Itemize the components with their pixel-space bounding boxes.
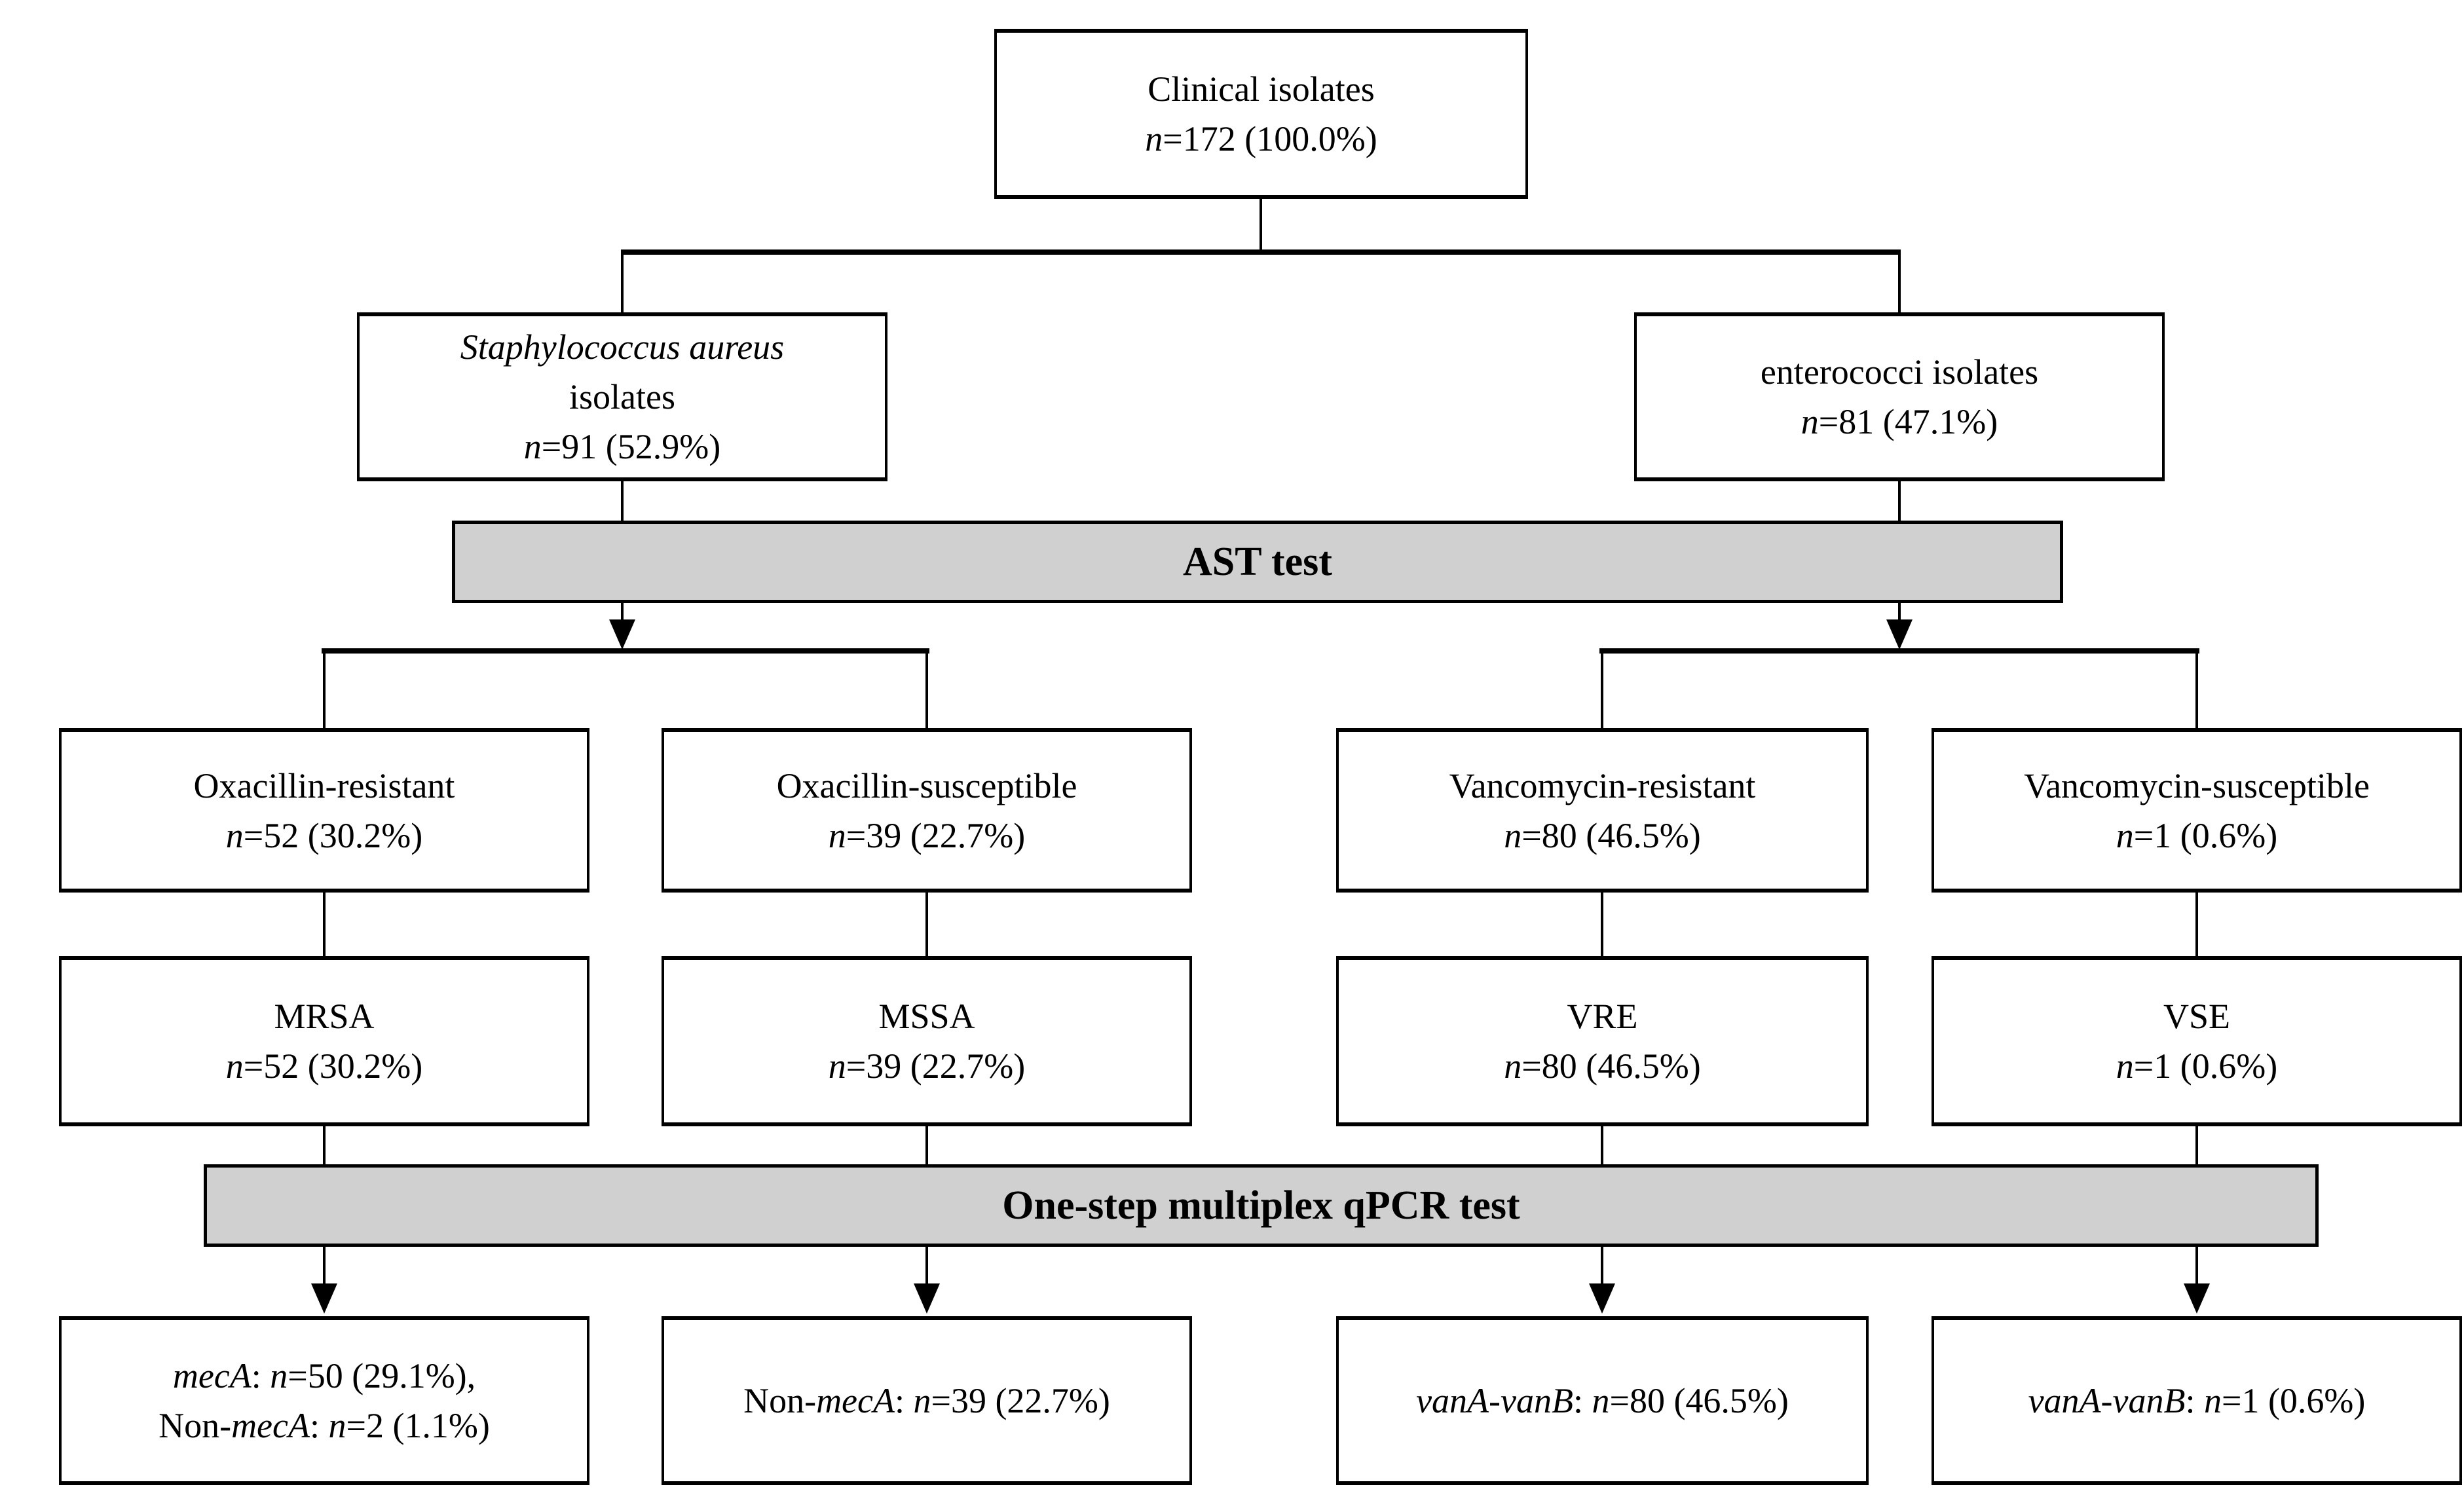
node-vse: VSE n=1 (0.6%): [1932, 956, 2462, 1126]
node-oxacillin-resistant: Oxacillin-resistant n=52 (30.2%): [59, 728, 589, 893]
connector-drop-enterococci: [1898, 252, 1901, 312]
connector-oxa-s-to-mssa: [925, 893, 928, 956]
node-mssa: MSSA n=39 (22.7%): [662, 956, 1192, 1126]
node-enterococci: enterococci isolates n=81 (47.1%): [1634, 312, 2165, 481]
connector-vre-to-qpcr: [1601, 1126, 1603, 1164]
connector-qpcr-arrow-stem-1: [323, 1247, 326, 1283]
node-vana-vanb-80-result: vanA-vanB: n=80 (46.5%): [1336, 1316, 1869, 1485]
node-text-line: mecA: n=50 (29.1%),: [172, 1356, 476, 1395]
node-vancomycin-susceptible: Vancomycin-susceptible n=1 (0.6%): [1932, 728, 2462, 893]
connector-qpcr-arrow-stem-2: [925, 1247, 928, 1283]
connector-ast-arrow-stem-right: [1898, 603, 1901, 625]
node-text-line: Clinical isolates: [1148, 69, 1375, 109]
node-text-line: enterococci isolates: [1760, 352, 2039, 392]
connector-drop-van-s: [2195, 654, 2198, 728]
connector-drop-saureus: [621, 252, 624, 312]
qpcr-test-label: One-step multiplex qPCR test: [1002, 1183, 1520, 1228]
connector-van-s-to-vse: [2195, 893, 2198, 956]
ast-test-bar: AST test: [452, 521, 2063, 603]
connector-root-stem: [1260, 199, 1262, 252]
connector-bracket-saureus-children: [322, 648, 929, 654]
connector-ast-arrow-stem-left: [621, 603, 624, 625]
down-arrow: [609, 619, 635, 650]
connector-oxa-r-to-mrsa: [323, 893, 326, 956]
down-arrow: [311, 1283, 337, 1314]
connector-van-r-to-vre: [1601, 893, 1603, 956]
connector-drop-van-r: [1601, 654, 1603, 728]
connector-enterococci-to-ast: [1898, 481, 1901, 521]
node-vre: VRE n=80 (46.5%): [1336, 956, 1869, 1126]
node-staphylococcus-aureus: Staphylococcus aureus isolates n=91 (52.9%…: [357, 312, 887, 481]
node-text-line: VRE: [1567, 997, 1638, 1036]
connector-vse-to-qpcr: [2195, 1126, 2198, 1164]
down-arrow: [1589, 1283, 1615, 1314]
connector-saureus-to-ast: [621, 481, 624, 521]
node-text-line: Vancomycin-susceptible: [2024, 765, 2370, 805]
node-text-line: n=91 (52.9%): [523, 427, 721, 466]
node-text-line: Non-mecA: n=2 (1.1%): [159, 1406, 490, 1445]
qpcr-test-bar: One-step multiplex qPCR test: [204, 1164, 2319, 1247]
node-text-line: n=39 (22.7%): [828, 1046, 1026, 1086]
connector-qpcr-arrow-stem-3: [1601, 1247, 1603, 1283]
node-meca-result: mecA: n=50 (29.1%), Non-mecA: n=2 (1.1%): [59, 1316, 589, 1485]
node-oxacillin-susceptible: Oxacillin-susceptible n=39 (22.7%): [662, 728, 1192, 893]
node-clinical-isolates: Clinical isolates n=172 (100.0%): [994, 29, 1528, 199]
node-vancomycin-resistant: Vancomycin-resistant n=80 (46.5%): [1336, 728, 1869, 893]
ast-test-label: AST test: [1183, 539, 1332, 584]
node-text-line: n=39 (22.7%): [828, 815, 1026, 855]
node-text-line: n=52 (30.2%): [225, 815, 423, 855]
connector-drop-oxa-r: [323, 654, 326, 728]
connector-mrsa-to-qpcr: [323, 1126, 326, 1164]
node-text-line: n=80 (46.5%): [1504, 1046, 1701, 1086]
node-text-line: isolates: [569, 377, 675, 416]
node-text-line: vanA-vanB: n=80 (46.5%): [1416, 1381, 1789, 1420]
down-arrow: [914, 1283, 940, 1314]
node-text-line: n=1 (0.6%): [2116, 1046, 2278, 1086]
node-text-line: vanA-vanB: n=1 (0.6%): [2028, 1381, 2366, 1420]
node-text-line: VSE: [2163, 997, 2230, 1036]
node-text-line: n=81 (47.1%): [1801, 402, 1998, 441]
connector-qpcr-arrow-stem-4: [2195, 1247, 2198, 1283]
connector-bracket-enterococci-children: [1599, 648, 2199, 654]
node-text-line: Oxacillin-resistant: [193, 765, 455, 805]
node-text-line: Non-mecA: n=39 (22.7%): [743, 1381, 1110, 1420]
connector-drop-oxa-s: [925, 654, 928, 728]
node-non-meca-result: Non-mecA: n=39 (22.7%): [662, 1316, 1192, 1485]
node-text-line: n=172 (100.0%): [1145, 119, 1377, 158]
node-text-line: n=1 (0.6%): [2116, 815, 2278, 855]
node-vana-vanb-1-result: vanA-vanB: n=1 (0.6%): [1932, 1316, 2462, 1485]
node-text-line: MSSA: [878, 997, 975, 1036]
node-mrsa: MRSA n=52 (30.2%): [59, 956, 589, 1126]
node-text-line: n=52 (30.2%): [225, 1046, 423, 1086]
node-text-line: MRSA: [274, 997, 375, 1036]
down-arrow: [2184, 1283, 2210, 1314]
node-text-line: Oxacillin-susceptible: [776, 765, 1077, 805]
node-text-line: n=80 (46.5%): [1504, 815, 1701, 855]
connector-top-bracket: [621, 249, 1901, 255]
node-text-line: Staphylococcus aureus: [460, 327, 785, 367]
down-arrow: [1886, 619, 1913, 650]
connector-mssa-to-qpcr: [925, 1126, 928, 1164]
node-text-line: Vancomycin-resistant: [1449, 765, 1756, 805]
